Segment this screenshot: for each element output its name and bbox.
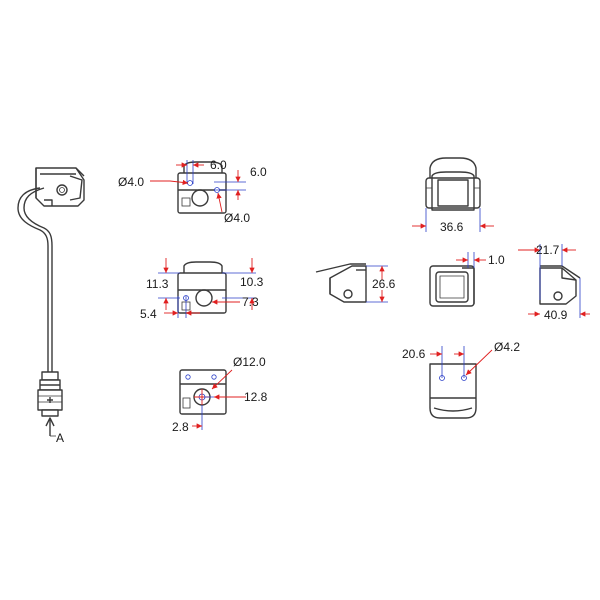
bottom-big-hole-dia-label: Ø12.0 (233, 355, 266, 369)
rear-frame-view: 1.0 (429, 252, 505, 307)
mid-right-offset-label: 7.3 (242, 295, 259, 309)
rear-gap-label: 1.0 (488, 253, 505, 267)
front-view: 36.6 (412, 157, 494, 234)
top-hole-dia-label: Ø4.0 (118, 175, 144, 189)
side-view-right: 21.7 40.9 (518, 243, 590, 322)
mid-left-height-label: 11.3 (146, 277, 169, 291)
top-right-width-label: 6.0 (250, 165, 267, 179)
bottom-offset-label: 2.8 (172, 420, 189, 434)
side-height-label: 26.6 (372, 277, 396, 291)
plate-spacing-label: 20.6 (402, 347, 426, 361)
side-right-top-label: 21.7 (536, 243, 560, 257)
front-width-label: 36.6 (440, 220, 464, 234)
rear-view-holes: 6.0 Ø4.0 6.0 Ø4.0 (118, 158, 267, 225)
side-right-width-label: 40.9 (544, 308, 568, 322)
mounting-plate-view: 20.6 Ø4.2 (402, 340, 520, 419)
camera-with-cable-view: A (17, 167, 85, 445)
plate-hole-dia-label: Ø4.2 (494, 340, 520, 354)
bottom-height-label: 12.8 (244, 390, 268, 404)
top-lower-hole-dia-label: Ø4.0 (224, 211, 250, 225)
mid-left-offset-label: 5.4 (140, 307, 157, 321)
rear-view-big-hole: Ø12.0 12.8 2.8 (172, 355, 268, 434)
rear-view-heights: 11.3 10.3 5.4 7.3 (140, 258, 264, 321)
side-view-left: 26.6 (315, 263, 396, 303)
connector-label: A (56, 431, 64, 445)
top-width-label: 6.0 (210, 158, 227, 172)
mid-right-height-label: 10.3 (240, 275, 264, 289)
